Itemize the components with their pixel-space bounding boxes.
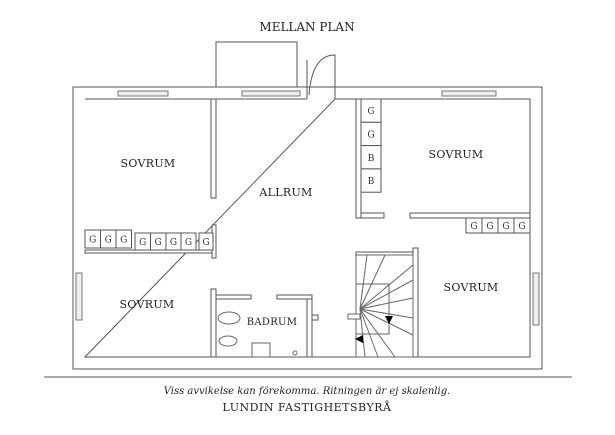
sink-icon [251, 342, 271, 358]
room-label-sovrum: SOVRUM [120, 157, 176, 170]
closet-label: G [518, 222, 525, 232]
balcony [215, 41, 298, 87]
room-label-sovrum: SOVRUM [443, 281, 499, 294]
closet-label: G [486, 222, 493, 232]
room-label-sovrum: SOVRUM [428, 148, 484, 161]
closet-cell [115, 229, 132, 249]
room-label-allrum: ALLRUM [259, 186, 313, 199]
room-label-sovrum: SOVRUM [119, 298, 175, 311]
inner-wall-outline [83, 98, 531, 358]
agency-name: LUNDIN FASTIGHETSBYRÅ [222, 401, 392, 414]
drain-icon [292, 350, 298, 356]
disclaimer: Viss avvikelse kan förekomma. Ritningen … [163, 386, 451, 397]
closet-cell [180, 232, 197, 251]
stair-arrow-down-icon [385, 316, 393, 324]
closet-cell [198, 232, 214, 251]
closet-label: B [368, 154, 375, 164]
closet-label: G [367, 107, 374, 117]
windows [75, 90, 540, 326]
room-label-badrum: BADRUM [246, 317, 298, 328]
closet-cell [513, 217, 531, 234]
closet-label: G [367, 130, 374, 140]
closet-label: G [120, 236, 127, 246]
bidet-icon [218, 335, 238, 347]
closet-cell [360, 168, 382, 193]
closet-label: G [105, 236, 112, 246]
plan-title: MELLAN PLAN [259, 20, 355, 34]
closet-label: G [89, 236, 96, 246]
interior-walls [84, 98, 531, 358]
stair-arrow-left-icon [355, 335, 363, 343]
closet-label: G [155, 238, 162, 248]
closet-label: B [368, 177, 375, 187]
closet-label: G [139, 238, 146, 248]
closet-label: G [502, 222, 509, 232]
entry-door [306, 54, 336, 99]
closet-label: G [170, 238, 177, 248]
closet-label: G [185, 238, 192, 248]
staircase[interactable] [347, 254, 414, 358]
closet-label: G [470, 222, 477, 232]
toilet-icon [217, 311, 241, 325]
closet-label: G [202, 238, 209, 248]
bathroom-fixtures [217, 311, 298, 358]
